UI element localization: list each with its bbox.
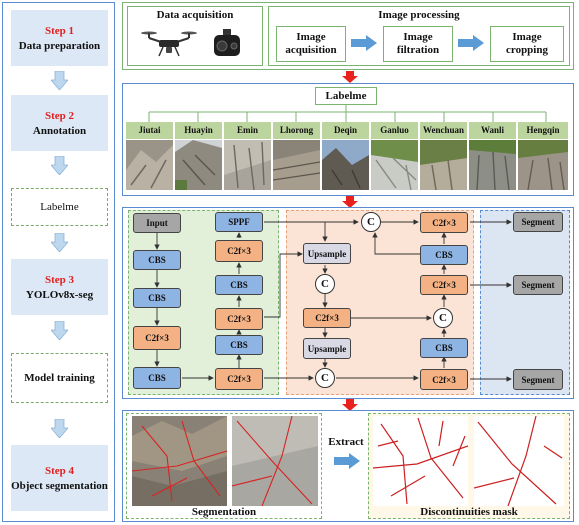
site-label-jiutai: Jiutai (126, 122, 173, 139)
red-down-arrow-icon (342, 71, 358, 83)
segment-node: Segment (513, 212, 563, 232)
labelme-title: Labelme (315, 87, 377, 105)
cbs-node: CBS (215, 275, 263, 295)
step-4-number: Step 4 (44, 464, 75, 477)
step-1-number: Step 1 (44, 24, 75, 37)
rock-photo-lhorong (273, 140, 320, 190)
rock-photo-wanli (469, 140, 516, 190)
concat-node: C (433, 308, 453, 328)
c2f-node: C2f×3 (215, 308, 263, 330)
drone-icon (141, 31, 197, 57)
segmentation-photo-1 (132, 416, 227, 506)
cbs-node: CBS (420, 338, 468, 358)
extract-label: Extract (328, 436, 364, 448)
c2f-node: C2f×3 (420, 212, 468, 233)
input-node: Input (133, 213, 181, 233)
discontinuity-mask-1 (373, 416, 468, 506)
model-training-title: Model training (24, 372, 95, 384)
step-2-title: Annotation (32, 124, 87, 137)
cbs-node: CBS (215, 335, 263, 355)
right-arrow-icon (351, 35, 377, 51)
labelme-box: Labelme (11, 188, 108, 226)
image-cropping-box: Image cropping (490, 26, 564, 62)
site-label-emin: Emin (224, 122, 271, 139)
rock-photo-ganluo (371, 140, 418, 190)
discontinuity-mask-2 (474, 416, 564, 506)
rock-photo-deqin (322, 140, 369, 190)
sppf-node: SPPF (215, 212, 263, 232)
camera-icon (214, 29, 240, 56)
step-2-number: Step 2 (44, 109, 75, 122)
upsample-node: Upsample (303, 338, 351, 359)
model-training-box: Model training (11, 353, 108, 403)
segment-node: Segment (513, 275, 563, 295)
cbs-node: CBS (133, 367, 181, 389)
step-2-box: Step 2 Annotation (11, 95, 108, 151)
image-acquisition-box: Image acquisition (276, 26, 346, 62)
site-label-lhorong: Lhorong (273, 122, 320, 139)
rock-photo-hengqin (518, 140, 568, 190)
rock-photo-wenchuan (420, 140, 467, 190)
concat-node: C (315, 274, 335, 294)
rock-photo-jiutai (126, 140, 173, 190)
down-arrow-icon (51, 321, 68, 340)
site-label-huayin: Huayin (175, 122, 222, 139)
down-arrow-icon (51, 233, 68, 252)
cbs-node: CBS (133, 288, 181, 308)
rock-photo-huayin (175, 140, 222, 190)
site-label-wenchuan: Wenchuan (420, 122, 467, 139)
segmentation-label: Segmentation (191, 506, 257, 518)
data-acquisition-title: Data acquisition (156, 9, 234, 21)
down-arrow-icon (51, 71, 68, 90)
segmentation-photo-2 (232, 416, 318, 506)
site-label-ganluo: Ganluo (371, 122, 418, 139)
site-label-hengqin: Hengqin (518, 122, 568, 139)
c2f-node: C2f×3 (420, 369, 468, 390)
step-4-title: Object segmentation (11, 479, 108, 492)
down-arrow-icon (51, 156, 68, 175)
concat-node: C (361, 212, 381, 232)
cbs-node: CBS (420, 245, 468, 265)
step-3-title: YOLOv8x-seg (25, 288, 94, 301)
c2f-node: C2f×3 (133, 326, 181, 350)
step-1-title: Data preparation (18, 39, 101, 52)
segment-node: Segment (513, 369, 563, 390)
site-label-wanli: Wanli (469, 122, 516, 139)
image-filtration-box: Image filtration (383, 26, 453, 62)
segmentation-section (126, 413, 322, 519)
c2f-node: C2f×3 (303, 308, 351, 328)
cbs-node: CBS (133, 250, 181, 270)
red-down-arrow-icon (342, 196, 358, 208)
rock-photo-emin (224, 140, 271, 190)
c2f-node: C2f×3 (215, 240, 263, 262)
concat-node: C (315, 368, 335, 388)
head-region (480, 210, 570, 395)
labelme-step-title: Labelme (40, 200, 79, 213)
right-arrow-icon (458, 35, 484, 51)
image-processing-title: Image processing (378, 9, 460, 21)
step-4-box: Step 4 Object segmentation (11, 445, 108, 511)
step-3-number: Step 3 (44, 273, 75, 286)
right-arrow-icon (334, 453, 360, 469)
c2f-node: C2f×3 (420, 275, 468, 295)
step-1-box: Step 1 Data preparation (11, 10, 108, 66)
site-label-deqin: Deqin (322, 122, 369, 139)
neck-region (286, 210, 474, 395)
red-down-arrow-icon (342, 399, 358, 411)
tree-connector (148, 105, 547, 122)
mask-label: Discontinuities mask (420, 506, 518, 518)
c2f-node: C2f×3 (215, 368, 263, 390)
down-arrow-icon (51, 419, 68, 438)
step-3-box: Step 3 YOLOv8x-seg (11, 259, 108, 315)
upsample-node: Upsample (303, 243, 351, 264)
workflow-column: Step 1 Data preparation Step 2 Annotatio… (2, 2, 115, 522)
